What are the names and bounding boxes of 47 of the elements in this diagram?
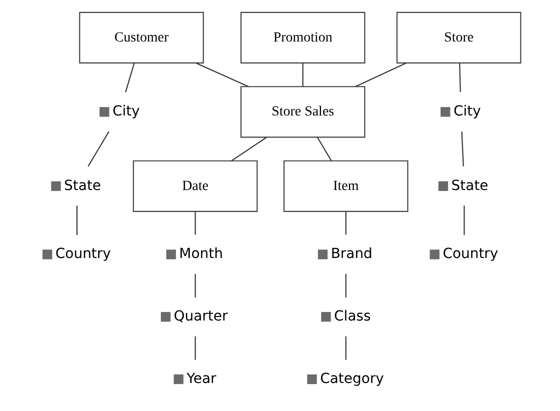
node-box xyxy=(307,374,317,384)
node-box xyxy=(100,107,110,117)
connector xyxy=(459,63,461,92)
node-label: Month xyxy=(179,246,223,262)
node-box xyxy=(318,250,328,260)
connector xyxy=(345,336,346,360)
connector xyxy=(88,131,110,167)
node-label: City xyxy=(453,104,481,120)
node-label: State xyxy=(451,178,488,194)
connector xyxy=(194,211,196,235)
node-label: Year xyxy=(186,370,216,387)
node-box xyxy=(438,181,448,191)
node-box xyxy=(51,181,61,191)
connector xyxy=(464,206,465,236)
node-label: Country xyxy=(442,246,498,262)
node-box xyxy=(430,250,440,260)
node-box xyxy=(321,312,331,322)
connector xyxy=(345,274,346,298)
node-box xyxy=(160,312,171,322)
node-label: City xyxy=(112,104,140,120)
connector xyxy=(231,136,267,162)
connector xyxy=(355,62,406,87)
node-label: State xyxy=(64,178,102,194)
connector xyxy=(194,336,196,360)
node-box: Promotion xyxy=(240,12,366,64)
node-box xyxy=(174,374,184,384)
node-label: Country xyxy=(55,246,111,262)
connector xyxy=(461,132,464,166)
connector xyxy=(302,63,304,86)
node-box: Date xyxy=(132,160,258,212)
node-label: Brand xyxy=(330,246,372,262)
connector xyxy=(316,137,332,161)
node-box xyxy=(166,250,176,260)
connector xyxy=(125,63,135,92)
node-label: Quarter xyxy=(174,308,228,324)
node-label: Category xyxy=(320,370,384,387)
node-label: Class xyxy=(334,308,371,324)
node-box xyxy=(440,107,450,117)
connector xyxy=(345,211,346,235)
node-box xyxy=(42,250,52,260)
connector xyxy=(196,62,249,88)
node-box: Customer xyxy=(79,12,204,64)
connector xyxy=(76,206,78,236)
node-box: Store xyxy=(396,12,522,64)
node-box: Item xyxy=(284,160,408,212)
node-box: Store Sales xyxy=(240,86,366,138)
connector xyxy=(194,274,196,298)
